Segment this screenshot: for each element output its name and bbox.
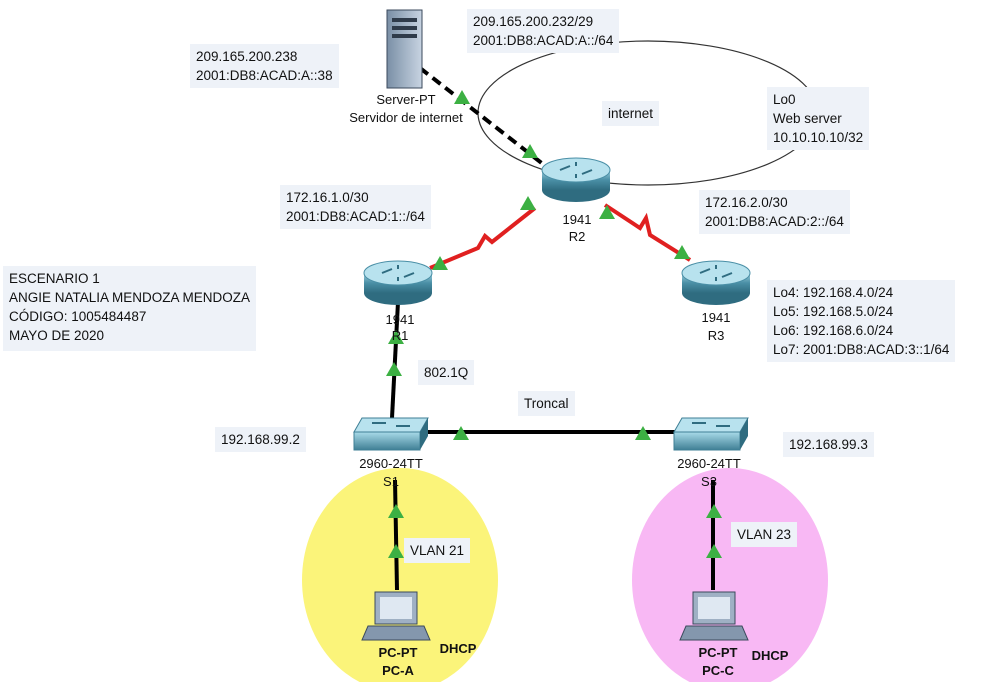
pcc-dhcp-label: DHCP (751, 648, 789, 663)
s1-name-label: S1 (383, 474, 399, 489)
r1-r2-ipv4-net: 172.16.1.0/30 (286, 190, 369, 205)
scenario-code: CÓDIGO: 1005484487 (9, 309, 147, 324)
s3-model-label: 2960-24TT (677, 456, 741, 471)
switch-s1-icon[interactable] (353, 417, 429, 451)
s1-ip-label: 192.168.99.2 (215, 427, 306, 452)
r3-name-label: R3 (707, 328, 725, 343)
link-up-marker (432, 256, 448, 270)
lo0-desc: Web server (773, 111, 842, 126)
r2-r3-ipv4-net: 172.16.2.0/30 (705, 195, 788, 210)
s3-ip-label: 192.168.99.3 (783, 432, 874, 457)
link-up-marker (388, 504, 404, 518)
link-up-marker (386, 362, 402, 376)
lo5-addr: Lo5: 192.168.5.0/24 (773, 304, 894, 319)
r1-r2-ipv6-net: 2001:DB8:ACAD:1::/64 (286, 209, 425, 224)
r2-model-label: 1941 (562, 212, 592, 227)
r1-r2-link-note: 172.16.1.0/30 2001:DB8:ACAD:1::/64 (280, 185, 431, 229)
vlan23-label: VLAN 23 (731, 522, 798, 547)
server-name-label: Servidor de internet (349, 110, 463, 125)
router-r1-icon[interactable] (363, 260, 433, 305)
vlan21-label: VLAN 21 (404, 538, 471, 563)
dot1q-label: 802.1Q (418, 360, 475, 385)
link-up-marker (635, 426, 651, 440)
link-r2-r3-serial (603, 203, 692, 262)
pca-name-label: PC-A (382, 663, 414, 678)
lo0-addr: 10.10.10.10/32 (773, 130, 864, 145)
r3-model-label: 1941 (701, 310, 731, 325)
r2-name-label: R2 (568, 229, 586, 244)
pca-dhcp-label: DHCP (439, 641, 477, 656)
vlan23-area (632, 468, 828, 682)
link-up-marker (453, 426, 469, 440)
link-up-marker (599, 205, 615, 219)
s3-name-label: S3 (701, 474, 717, 489)
internet-ipv6-net: 2001:DB8:ACAD:A::/64 (473, 33, 614, 48)
link-r1-s1 (390, 301, 400, 419)
lo0-name: Lo0 (773, 92, 796, 107)
link-s1-pca (393, 479, 399, 591)
link-up-marker (388, 330, 404, 344)
s1-model-label: 2960-24TT (359, 456, 423, 471)
link-up-marker (454, 90, 470, 104)
pc-c-icon[interactable] (679, 591, 749, 641)
lo0-note: Lo0 Web server 10.10.10.10/32 (767, 87, 870, 150)
link-up-marker (706, 544, 722, 558)
router-r3-icon[interactable] (681, 260, 751, 305)
trunk-label: Troncal (518, 391, 575, 416)
pc-a-icon[interactable] (361, 591, 431, 641)
internet-label: internet (602, 101, 660, 126)
vlan21-area (302, 468, 498, 682)
r2-r3-ipv6-net: 2001:DB8:ACAD:2::/64 (705, 214, 844, 229)
server-ipv4: 209.165.200.238 (196, 49, 298, 64)
lo4-addr: Lo4: 192.168.4.0/24 (773, 285, 894, 300)
link-up-marker (674, 245, 690, 259)
link-markers (386, 90, 722, 558)
scenario-author: ANGIE NATALIA MENDOZA MENDOZA (9, 290, 251, 305)
pca-model-label: PC-PT (378, 645, 418, 660)
scenario-title: ESCENARIO 1 (9, 271, 100, 286)
link-up-marker (522, 144, 538, 158)
scenario-note: ESCENARIO 1 ANGIE NATALIA MENDOZA MENDOZ… (3, 266, 257, 351)
link-up-marker (388, 544, 404, 558)
internet-ipv4-net: 209.165.200.232/29 (473, 14, 594, 29)
pcc-name-label: PC-C (702, 663, 734, 678)
r1-model-label: 1941 (385, 312, 415, 327)
server-model-label: Server-PT (376, 92, 436, 107)
switch-s3-icon[interactable] (673, 417, 749, 451)
lo6-addr: Lo6: 192.168.6.0/24 (773, 323, 894, 338)
link-up-marker (706, 504, 722, 518)
link-r1-r2-serial (429, 206, 537, 270)
r3-loopbacks-note: Lo4: 192.168.4.0/24 Lo5: 192.168.5.0/24 … (767, 280, 956, 362)
internet-network-note: 209.165.200.232/29 2001:DB8:ACAD:A::/64 (467, 9, 620, 53)
pcc-model-label: PC-PT (698, 645, 738, 660)
r2-r3-link-note: 172.16.2.0/30 2001:DB8:ACAD:2::/64 (699, 190, 850, 234)
server-address-note: 209.165.200.238 2001:DB8:ACAD:A::38 (190, 44, 339, 88)
router-r2-icon[interactable] (541, 157, 611, 202)
server-icon[interactable] (386, 9, 423, 89)
lo7-addr: Lo7: 2001:DB8:ACAD:3::1/64 (773, 342, 950, 357)
r1-name-label: R1 (391, 328, 409, 343)
scenario-date: MAYO DE 2020 (9, 328, 105, 343)
server-ipv6: 2001:DB8:ACAD:A::38 (196, 68, 333, 83)
link-up-marker (520, 196, 536, 210)
